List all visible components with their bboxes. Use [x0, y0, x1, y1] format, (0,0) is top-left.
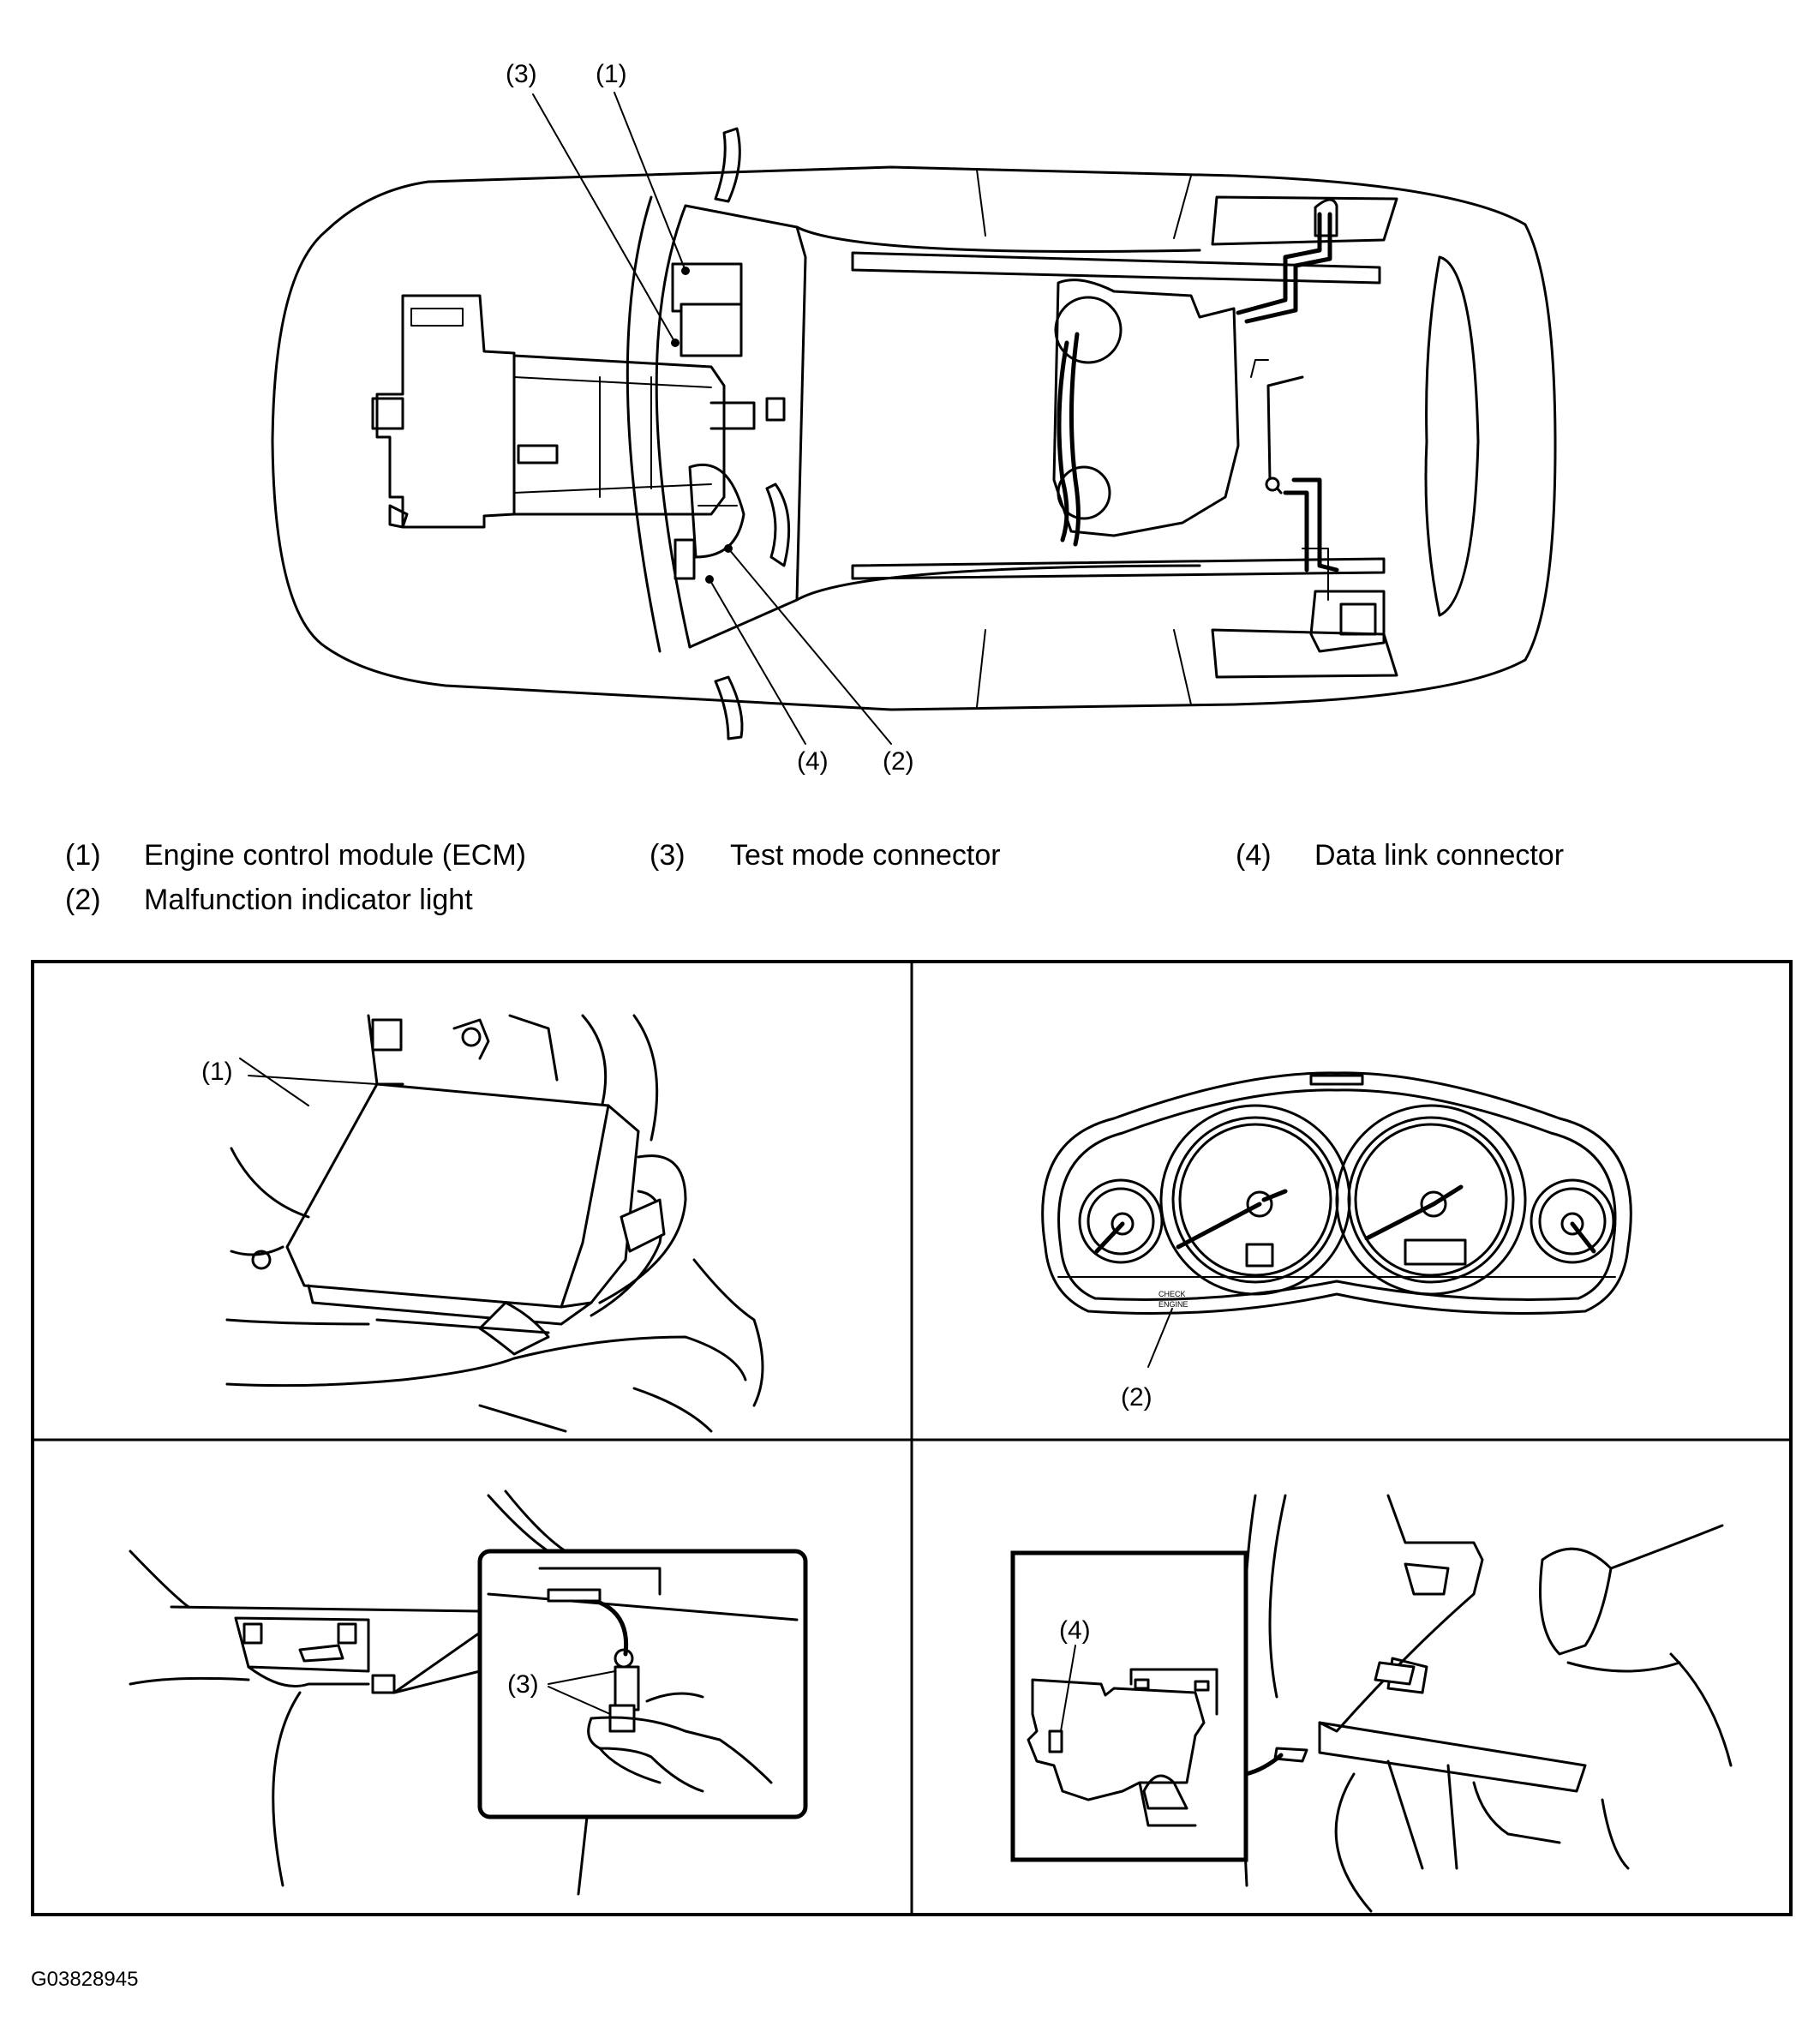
legend-num-2: (2) — [65, 884, 101, 916]
legend-text-3: Test mode connector — [730, 839, 1001, 872]
legend-num-1: (1) — [65, 839, 101, 872]
figure-code: G03828945 — [31, 1968, 139, 1991]
fuel-system — [1052, 198, 1386, 653]
legend-num-4: (4) — [1236, 839, 1272, 872]
cluster-outer — [1041, 1071, 1632, 1315]
dlc-callout-4: (4) — [1059, 1616, 1091, 1645]
dlc-inset — [1010, 1550, 1248, 1862]
cluster-panel: CHECK ENGINE (2) — [1041, 1071, 1632, 1412]
test-mode-callout-3: (3) — [507, 1670, 539, 1699]
mil-text-engine: ENGINE — [1158, 1300, 1188, 1309]
legend-text-2: Malfunction indicator light — [144, 884, 473, 916]
test-mode-panel: (3) — [129, 1490, 808, 1896]
overview-callout-3: (3) — [506, 60, 537, 88]
test-mode-inset — [477, 1549, 808, 1819]
ecm-callout-1: (1) — [201, 1058, 233, 1086]
car-overview: (3) (1) (4) (2) — [271, 60, 1557, 776]
steering-column — [688, 463, 745, 559]
dlc-panel: (4) — [1010, 1494, 1733, 1913]
tachometer-icon — [1335, 1104, 1527, 1296]
ecm-panel: (1) — [201, 1014, 764, 1433]
overview-callout-4: (4) — [797, 747, 829, 776]
temp-gauge-icon — [1078, 1178, 1164, 1264]
legend-num-3: (3) — [650, 839, 685, 872]
mil-text-check: CHECK — [1158, 1290, 1186, 1298]
car-body-outline — [271, 165, 1557, 711]
fuel-gauge-icon — [1530, 1178, 1615, 1264]
cluster-callout-2: (2) — [1121, 1383, 1152, 1412]
overview-callout-1: (1) — [596, 60, 627, 88]
legend-text-4: Data link connector — [1314, 839, 1565, 872]
panel-grid — [31, 960, 1793, 1916]
overview-callout-2: (2) — [883, 747, 914, 776]
engine-block — [371, 294, 786, 529]
ecm-unit — [285, 1082, 610, 1309]
legend-text-1: Engine control module (ECM) — [144, 839, 526, 872]
